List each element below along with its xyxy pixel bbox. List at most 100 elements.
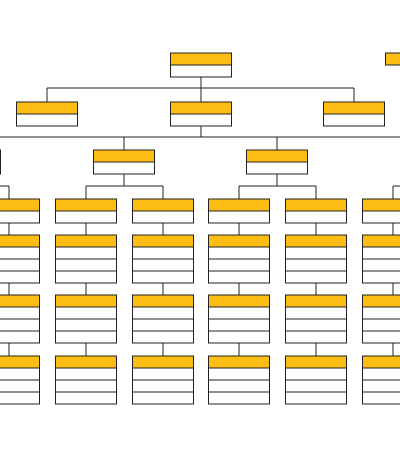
box-row — [362, 210, 400, 224]
box-row — [208, 391, 270, 405]
box-row — [285, 391, 347, 405]
team-box-a-2 — [55, 234, 117, 284]
position-box-level2-1 — [16, 101, 78, 127]
box-row — [55, 330, 117, 344]
box-header — [285, 355, 347, 369]
box-row — [132, 270, 194, 284]
box-row — [208, 330, 270, 344]
box-header — [132, 198, 194, 212]
box-header — [362, 355, 400, 369]
box-row — [285, 318, 347, 332]
team-box-a-5 — [285, 234, 347, 284]
box-row — [132, 258, 194, 272]
box-header — [170, 52, 232, 66]
box-row — [132, 391, 194, 405]
box-row — [285, 270, 347, 284]
box-row — [55, 367, 117, 381]
team-box-a-3 — [132, 234, 194, 284]
connector-lines — [0, 77, 400, 356]
team-box-c-2 — [55, 355, 117, 405]
box-header — [208, 294, 270, 308]
team-box-b-3 — [132, 294, 194, 344]
box-header — [132, 294, 194, 308]
position-box-level3-2 — [93, 149, 155, 175]
team-box-b-5 — [285, 294, 347, 344]
box-row — [132, 306, 194, 320]
box-header — [362, 234, 400, 248]
position-box-level4-6 — [362, 198, 400, 224]
box-row — [132, 246, 194, 260]
team-box-b-6 — [362, 294, 400, 344]
box-row — [0, 161, 1, 175]
team-box-c-4 — [208, 355, 270, 405]
box-row — [208, 210, 270, 224]
box-row — [132, 318, 194, 332]
box-row — [93, 161, 155, 175]
position-boxes — [0, 52, 400, 405]
team-box-a-6 — [362, 234, 400, 284]
box-row — [362, 379, 400, 393]
box-row — [132, 210, 194, 224]
box-row — [362, 306, 400, 320]
position-box-level4-3 — [132, 198, 194, 224]
box-row — [323, 113, 385, 127]
box-row — [362, 367, 400, 381]
box-header — [55, 234, 117, 248]
box-row — [132, 367, 194, 381]
box-header — [385, 52, 400, 66]
position-box-level2-2 — [170, 101, 232, 127]
team-box-c-6 — [362, 355, 400, 405]
box-row — [285, 306, 347, 320]
box-row — [0, 270, 40, 284]
box-row — [362, 318, 400, 332]
box-header — [0, 149, 1, 163]
position-box-level4-4 — [208, 198, 270, 224]
box-header — [132, 234, 194, 248]
box-header — [170, 101, 232, 115]
box-row — [0, 379, 40, 393]
box-row — [362, 330, 400, 344]
position-box-root — [170, 52, 232, 78]
position-box-partial — [385, 52, 400, 66]
box-row — [0, 306, 40, 320]
box-row — [55, 391, 117, 405]
box-row — [208, 367, 270, 381]
box-row — [55, 306, 117, 320]
box-row — [55, 258, 117, 272]
box-header — [285, 198, 347, 212]
box-row — [132, 379, 194, 393]
team-box-b-1 — [0, 294, 40, 344]
box-row — [0, 246, 40, 260]
team-box-c-3 — [132, 355, 194, 405]
team-box-b-4 — [208, 294, 270, 344]
box-row — [55, 379, 117, 393]
box-row — [0, 367, 40, 381]
box-row — [208, 318, 270, 332]
box-row — [16, 113, 78, 127]
box-header — [208, 355, 270, 369]
box-row — [285, 330, 347, 344]
team-box-c-1 — [0, 355, 40, 405]
team-box-a-1 — [0, 234, 40, 284]
position-box-level3-3 — [246, 149, 308, 175]
position-box-level4-5 — [285, 198, 347, 224]
box-row — [285, 258, 347, 272]
box-row — [55, 246, 117, 260]
position-box-level4-2 — [55, 198, 117, 224]
box-row — [0, 210, 40, 224]
box-header — [208, 234, 270, 248]
box-row — [170, 113, 232, 127]
box-header — [0, 198, 40, 212]
box-header — [362, 198, 400, 212]
box-header — [93, 149, 155, 163]
box-header — [55, 355, 117, 369]
box-header — [323, 101, 385, 115]
team-box-c-5 — [285, 355, 347, 405]
box-row — [208, 258, 270, 272]
box-row — [170, 64, 232, 78]
box-header — [55, 198, 117, 212]
box-row — [0, 258, 40, 272]
box-row — [208, 306, 270, 320]
box-row — [0, 318, 40, 332]
box-row — [0, 391, 40, 405]
